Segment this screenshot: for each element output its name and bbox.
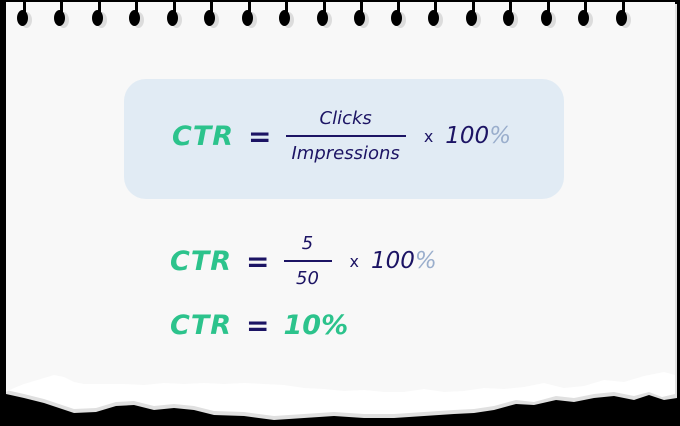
ctr-formula: CTR = Clicks Impressions x 100% [172,108,511,164]
result-equals: = [246,309,270,342]
binding-hole [616,0,631,28]
binding-hole [17,0,32,28]
binding-hole [242,0,257,28]
binding-hole [541,0,556,28]
example-fraction: 5 50 [283,233,332,289]
binding-hole [503,0,518,28]
binding-hole [391,0,406,28]
result-value: 10% [283,310,349,341]
formula-equals: = [248,119,272,153]
example-numerator: 5 [301,233,314,254]
formula-fraction: Clicks Impressions [285,108,406,164]
formula-denominator: Impressions [291,143,400,164]
example-denominator: 50 [296,268,319,289]
fraction-bar [283,260,332,262]
binding-hole [204,0,219,28]
formula-times: x [423,126,434,146]
formula-numerator: Clicks [319,108,372,129]
formula-box [124,79,564,199]
result-lhs: CTR [170,310,233,341]
formula-multiplier: 100 [445,123,490,149]
formula-percent: % [489,123,512,149]
example-times: x [349,251,359,271]
binding-hole [92,0,107,28]
example-equation: CTR = 5 50 x 100% [170,233,437,289]
example-lhs: CTR [170,245,233,277]
fraction-bar [285,135,406,137]
binding-hole [279,0,294,28]
result-equation: CTR = 10% [170,309,348,342]
binding-hole [167,0,182,28]
example-equals: = [246,244,270,278]
binding-hole [317,0,332,28]
binding-hole [578,0,593,28]
binding-hole [354,0,369,28]
binding-hole [466,0,481,28]
binding-hole [54,0,69,28]
notepad-sheet [4,0,677,426]
example-percent: % [414,248,437,274]
binding-hole [129,0,144,28]
example-multiplier: 100 [370,248,415,274]
paper-background [6,2,677,420]
formula-lhs: CTR [172,120,235,152]
binding-hole [428,0,443,28]
